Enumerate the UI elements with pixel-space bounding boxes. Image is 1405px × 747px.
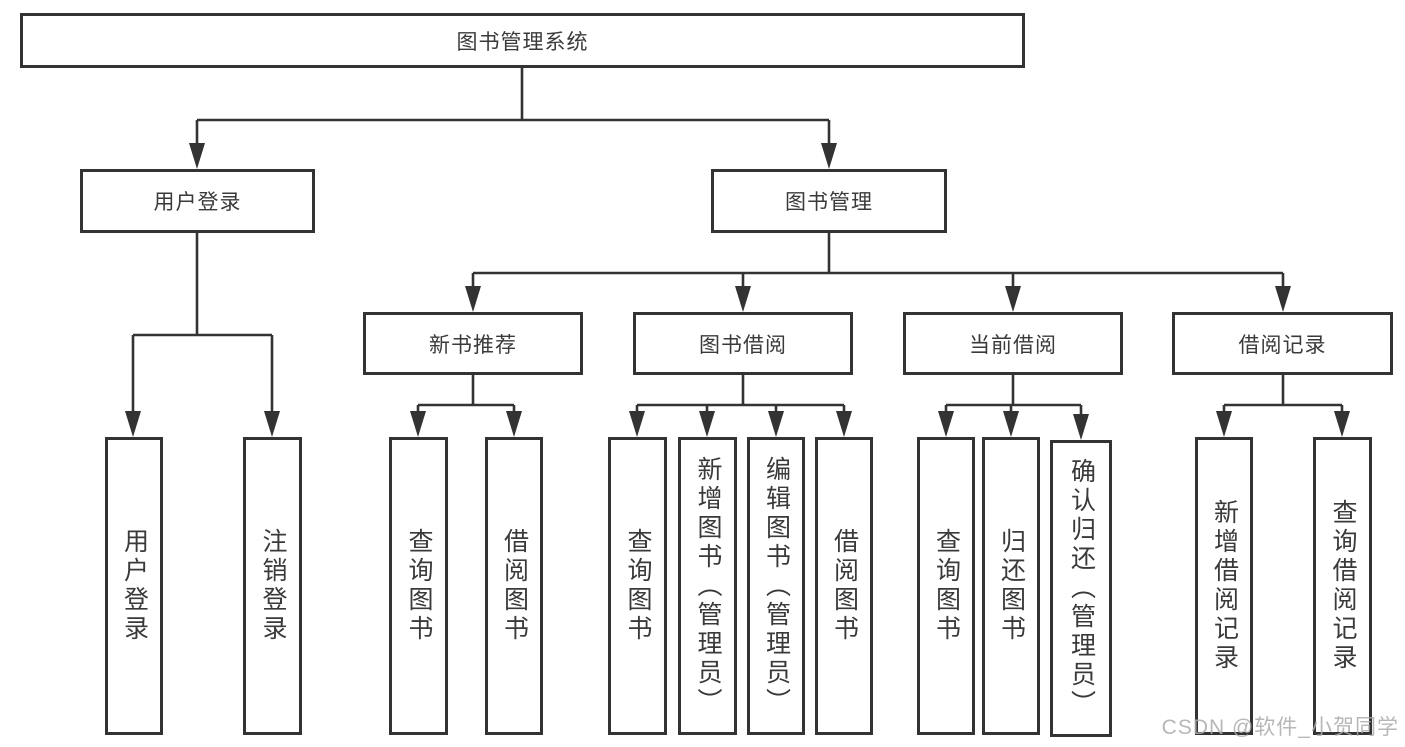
leaf-borrow-books-label: 借阅图书 — [830, 528, 859, 644]
leaf-current-query-books-label: 查询图书 — [932, 528, 961, 644]
node-book-management: 图书管理 — [711, 169, 947, 233]
leaf-recommend-borrow-books-label: 借阅图书 — [500, 528, 529, 644]
leaf-add-books-admin: 新增图书（管理员） — [678, 437, 737, 735]
node-book-borrow-label: 图书借阅 — [699, 333, 787, 357]
node-borrow-records: 借阅记录 — [1172, 312, 1393, 375]
leaf-logout: 注销登录 — [243, 437, 302, 735]
leaf-user-login: 用户登录 — [105, 437, 163, 735]
leaf-recommend-borrow-books: 借阅图书 — [485, 437, 543, 735]
node-new-book-recommend: 新书推荐 — [363, 312, 583, 375]
node-user-login-label: 用户登录 — [153, 191, 242, 214]
node-current-borrow-label: 当前借阅 — [969, 333, 1057, 357]
leaf-borrow-books: 借阅图书 — [815, 437, 873, 735]
leaf-add-borrow-record-label: 新增借阅记录 — [1210, 499, 1239, 673]
leaf-borrow-query-books: 查询图书 — [608, 437, 667, 735]
leaf-current-query-books: 查询图书 — [917, 437, 975, 735]
leaf-add-borrow-record: 新增借阅记录 — [1195, 437, 1253, 735]
node-root-label: 图书管理系统 — [456, 30, 589, 54]
leaf-query-borrow-record: 查询借阅记录 — [1313, 437, 1372, 735]
leaf-query-borrow-record-label: 查询借阅记录 — [1329, 499, 1357, 673]
leaf-confirm-return-admin-label: 确认归还（管理员） — [1067, 458, 1096, 719]
leaf-edit-books-admin-label: 编辑图书（管理员） — [762, 455, 791, 717]
leaf-confirm-return-admin: 确认归还（管理员） — [1050, 440, 1112, 737]
leaf-return-books: 归还图书 — [982, 437, 1040, 735]
node-borrow-records-label: 借阅记录 — [1238, 333, 1327, 357]
node-root: 图书管理系统 — [20, 13, 1025, 68]
node-user-login: 用户登录 — [80, 169, 315, 233]
node-new-book-recommend-label: 新书推荐 — [429, 333, 517, 357]
node-book-management-label: 图书管理 — [785, 191, 873, 214]
node-book-borrow: 图书借阅 — [633, 312, 853, 375]
leaf-recommend-query-books-label: 查询图书 — [405, 528, 433, 644]
leaf-edit-books-admin: 编辑图书（管理员） — [747, 437, 805, 735]
leaf-borrow-query-books-label: 查询图书 — [624, 528, 652, 644]
leaf-return-books-label: 归还图书 — [997, 528, 1026, 644]
leaf-add-books-admin-label: 新增图书（管理员） — [694, 455, 722, 717]
node-current-borrow: 当前借阅 — [903, 312, 1123, 375]
leaf-recommend-query-books: 查询图书 — [389, 437, 448, 735]
leaf-user-login-label: 用户登录 — [120, 528, 149, 644]
leaf-logout-label: 注销登录 — [259, 528, 287, 644]
